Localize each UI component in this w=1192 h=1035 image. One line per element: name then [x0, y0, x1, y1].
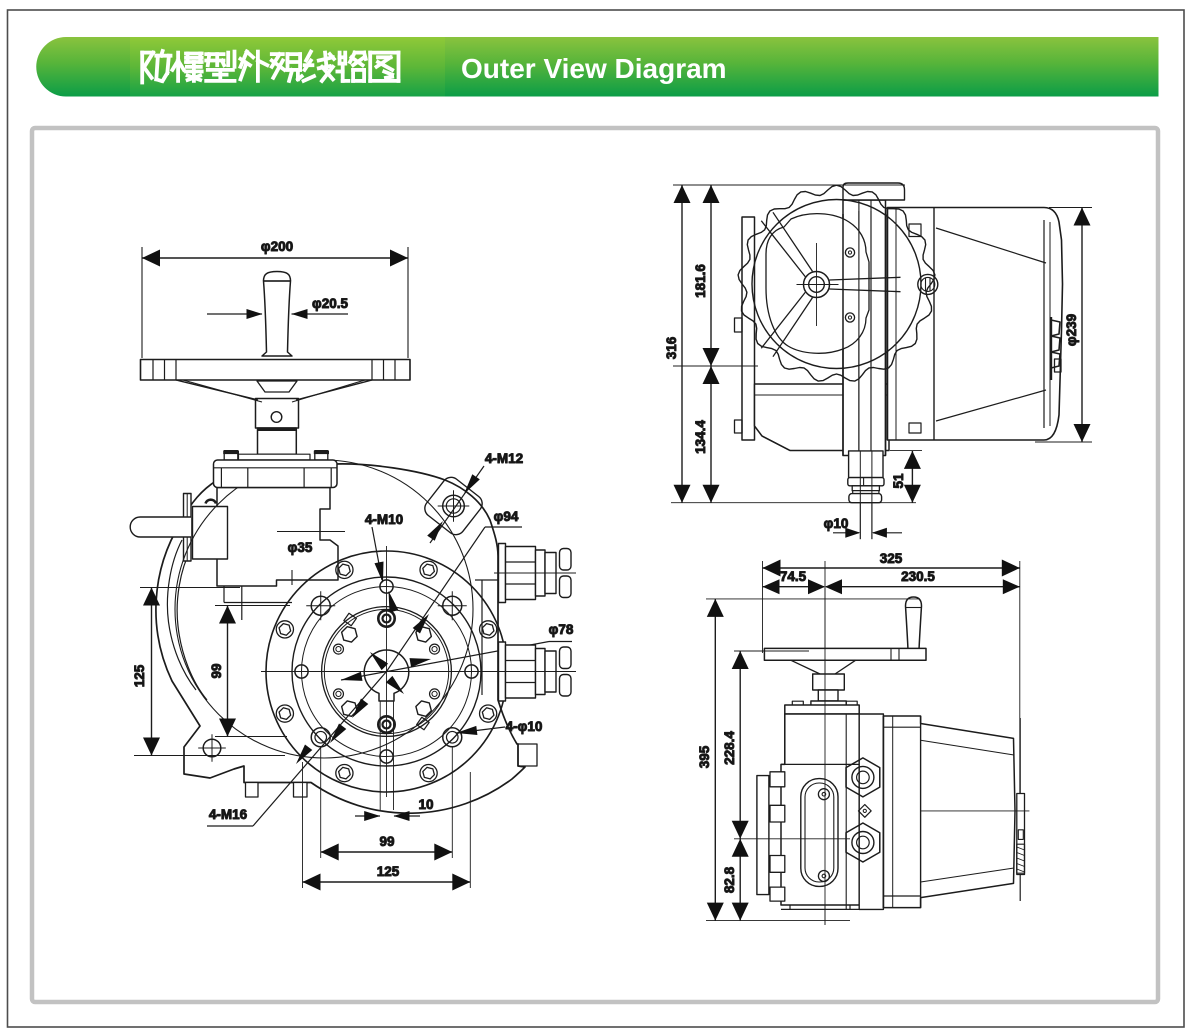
svg-text:4-M16: 4-M16 — [209, 807, 248, 822]
svg-text:φ94: φ94 — [494, 509, 519, 524]
svg-text:134.4: 134.4 — [693, 420, 708, 454]
svg-text:316: 316 — [664, 336, 679, 359]
svg-text:4-M10: 4-M10 — [365, 512, 403, 527]
svg-text:181.6: 181.6 — [693, 264, 708, 298]
svg-text:10: 10 — [418, 797, 433, 812]
svg-text:4-M12: 4-M12 — [485, 451, 523, 466]
svg-text:99: 99 — [209, 663, 224, 678]
svg-text:4-φ10: 4-φ10 — [506, 719, 543, 734]
svg-text:φ20.5: φ20.5 — [312, 296, 348, 311]
svg-text:51: 51 — [891, 473, 906, 489]
svg-text:φ35: φ35 — [288, 540, 313, 555]
svg-text:φ78: φ78 — [549, 622, 574, 637]
svg-text:Outer View Diagram: Outer View Diagram — [461, 53, 727, 84]
svg-text:125: 125 — [377, 864, 400, 879]
svg-text:φ239: φ239 — [1064, 314, 1079, 346]
svg-text:74.5: 74.5 — [780, 569, 807, 584]
svg-text:395: 395 — [697, 745, 712, 768]
svg-text:325: 325 — [880, 551, 903, 566]
svg-text:228.4: 228.4 — [722, 731, 737, 765]
svg-text:φ10: φ10 — [824, 516, 849, 531]
svg-text:99: 99 — [379, 834, 394, 849]
svg-text:125: 125 — [132, 664, 147, 687]
svg-text:82.8: 82.8 — [722, 866, 737, 893]
svg-text:φ200: φ200 — [261, 239, 293, 254]
svg-text:230.5: 230.5 — [901, 569, 935, 584]
